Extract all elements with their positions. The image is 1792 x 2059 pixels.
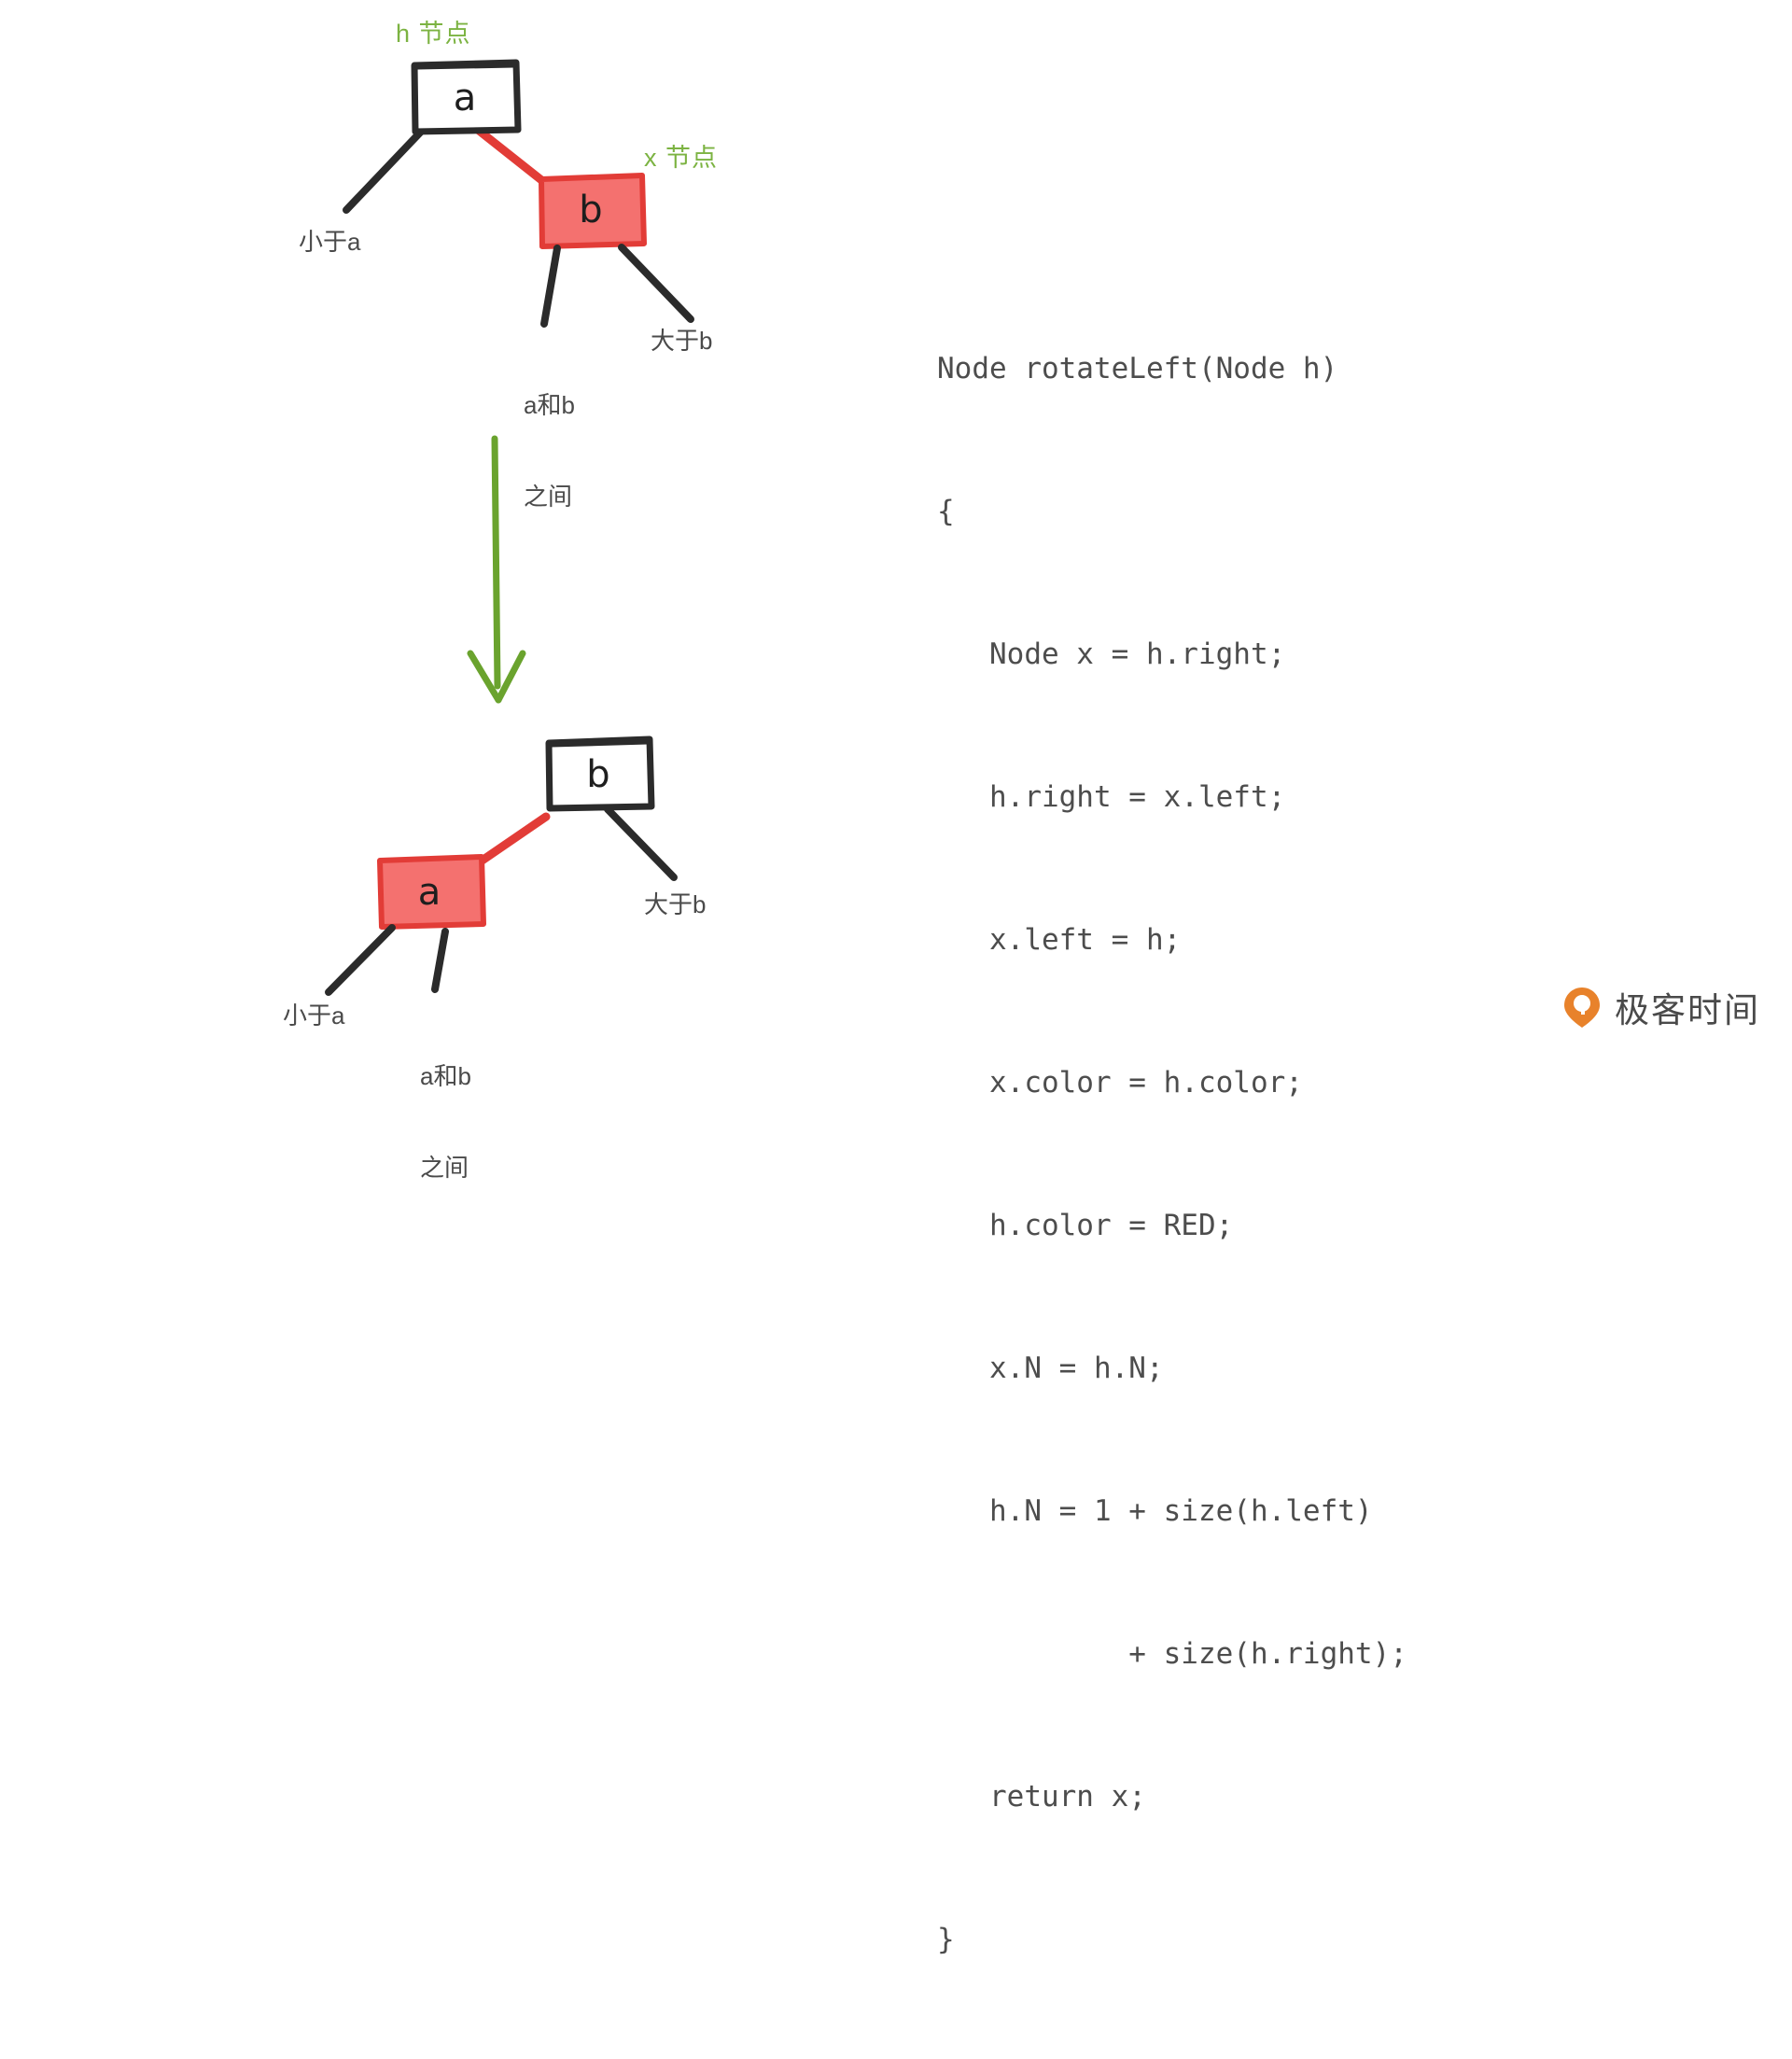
node-b-box [539, 173, 647, 249]
watermark-text: 极客时间 [1615, 990, 1760, 1030]
page-root: a b b a h 节点 x 节点 小于a a和b 之间 大于b 大于b 小于a… [283, 20, 1760, 1956]
node-a-child-box [377, 854, 486, 930]
edge-b-to-a-red [473, 812, 551, 868]
code-block: Node rotateLeft(Node h) { Node x = h.rig… [937, 250, 1407, 2059]
code-line: x.left = h; [937, 923, 1182, 957]
x-node-annotation: x 节点 [644, 144, 719, 172]
diagram-canvas [325, 59, 694, 996]
code-line: } [937, 1923, 955, 1956]
edge-a-left-black-after [325, 924, 396, 996]
edge-a-right-black-after [431, 928, 449, 993]
edge-a-left-black [343, 127, 426, 214]
node-b-root-label: b [586, 753, 610, 796]
code-line: Node rotateLeft(Node h) [937, 352, 1338, 385]
subtree-between-a-and-b-after-line2: 之间 [420, 1153, 469, 1182]
subtree-less-than-a: 小于a [299, 228, 361, 256]
node-a-label: a [453, 77, 477, 119]
code-line: h.color = RED; [937, 1209, 1234, 1242]
watermark: 极客时间 [1561, 982, 1760, 1032]
subtree-between-a-and-b-after: a和b 之间 [420, 1001, 471, 1243]
code-line: + size(h.right); [937, 1637, 1407, 1671]
subtree-between-a-and-b-line2: 之间 [524, 482, 573, 511]
subtree-between-a-and-b: a和b 之间 [524, 329, 575, 572]
subtree-between-a-and-b-after-line1: a和b [420, 1062, 471, 1090]
edge-b-right-black-after [604, 805, 678, 881]
edge-b-left-black [540, 245, 561, 328]
edge-b-right-black [618, 244, 694, 323]
code-line: h.N = 1 + size(h.left) [937, 1494, 1373, 1528]
transform-arrow-icon [467, 435, 526, 704]
code-line: x.color = h.color; [937, 1066, 1303, 1100]
edge-a-to-b-red [473, 125, 550, 188]
node-b-root-box [545, 735, 655, 812]
h-node-annotation: h 节点 [396, 20, 471, 48]
code-line: x.N = h.N; [937, 1352, 1164, 1385]
geektime-logo-icon [1561, 986, 1603, 1029]
code-line: h.right = x.left; [937, 780, 1286, 814]
node-a-box [411, 59, 522, 135]
code-line: return x; [937, 1780, 1146, 1814]
code-line: Node x = h.right; [937, 637, 1286, 671]
node-a-child-label: a [417, 871, 441, 914]
node-b-label: b [579, 189, 603, 231]
code-line: { [937, 495, 955, 528]
subtree-between-a-and-b-line1: a和b [524, 391, 575, 419]
subtree-greater-than-b-after: 大于b [644, 890, 707, 918]
subtree-greater-than-b: 大于b [651, 327, 713, 355]
subtree-less-than-a-after: 小于a [283, 1001, 345, 1030]
